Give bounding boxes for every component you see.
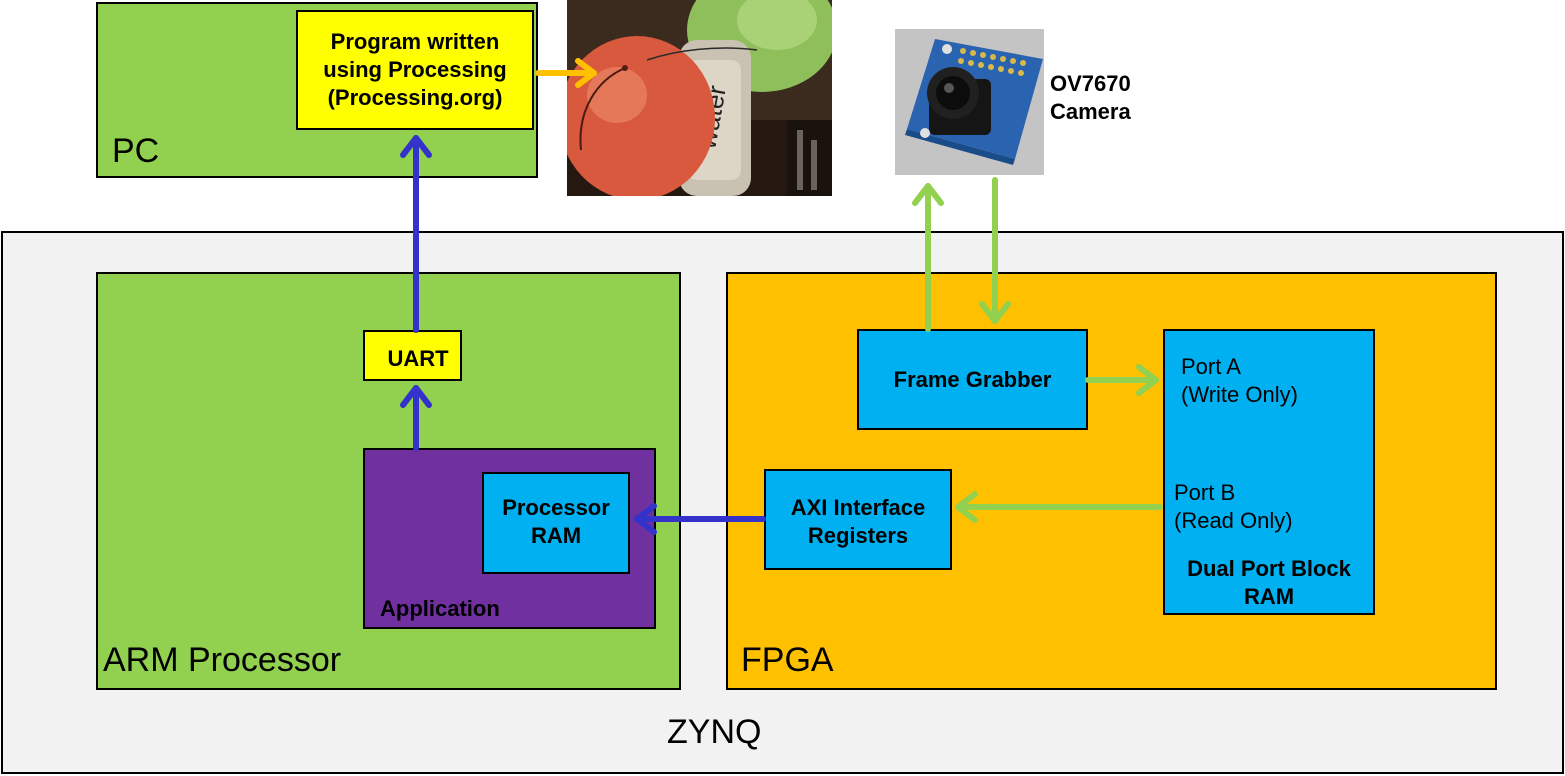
application-label: Application	[380, 596, 500, 621]
arm-processor-label: ARM Processor	[103, 641, 342, 679]
arrow-port-b-to-axi	[955, 491, 1163, 523]
balloon-photo: water	[567, 0, 832, 196]
camera-label: OV7670 Camera	[1050, 70, 1131, 126]
port-b-line1: Port B	[1174, 480, 1236, 505]
arrow-axi-to-processor-ram	[634, 503, 766, 535]
port-a-label: Port A (Write Only)	[1181, 353, 1298, 409]
bram-title-label: Dual Port Block RAM	[1163, 555, 1375, 611]
arrow-frame-grabber-to-port-a	[1085, 364, 1159, 396]
processing-program-line2: using Processing	[323, 57, 507, 82]
camera-photo	[895, 29, 1044, 175]
port-a-line2: (Write Only)	[1181, 382, 1298, 407]
dual-port-bram-box	[1163, 329, 1375, 615]
port-b-label: Port B (Read Only)	[1174, 479, 1293, 535]
pc-label: PC	[112, 132, 160, 170]
axi-registers-label: AXI Interface Registers	[764, 494, 952, 550]
arrow-frame-grabber-to-camera	[912, 183, 944, 332]
axi-registers-box	[764, 469, 952, 570]
processor-ram-line1: Processor	[502, 495, 610, 520]
processor-ram-line2: RAM	[530, 523, 582, 548]
processor-ram-label: Processor RAM	[482, 494, 630, 550]
uart-label: UART	[387, 346, 449, 371]
port-b-line2: (Read Only)	[1174, 508, 1293, 533]
processing-program-line1: Program written	[330, 29, 500, 54]
zynq-label: ZYNQ	[667, 713, 762, 751]
camera-label-line2: Camera	[1050, 99, 1131, 124]
bram-title-line2: RAM	[1243, 584, 1295, 609]
arrow-uart-to-program	[400, 135, 432, 333]
axi-registers-line2: Registers	[807, 523, 909, 548]
arrow-application-to-uart	[400, 385, 432, 451]
camera-label-line1: OV7670	[1050, 71, 1131, 96]
bram-title-line1: Dual Port Block	[1187, 556, 1351, 581]
uart-box	[363, 330, 462, 381]
axi-registers-line1: AXI Interface	[790, 495, 926, 520]
port-a-line1: Port A	[1181, 354, 1241, 379]
processing-program-line3: (Processing.org)	[327, 85, 503, 110]
arrow-program-to-photo	[535, 58, 597, 88]
frame-grabber-label: Frame Grabber	[893, 367, 1052, 392]
processor-ram-box	[482, 472, 630, 574]
processing-program-box	[296, 10, 534, 130]
processing-program-label: Program written using Processing (Proces…	[296, 28, 534, 112]
arrow-camera-to-frame-grabber	[979, 177, 1011, 324]
fpga-label: FPGA	[741, 641, 834, 679]
